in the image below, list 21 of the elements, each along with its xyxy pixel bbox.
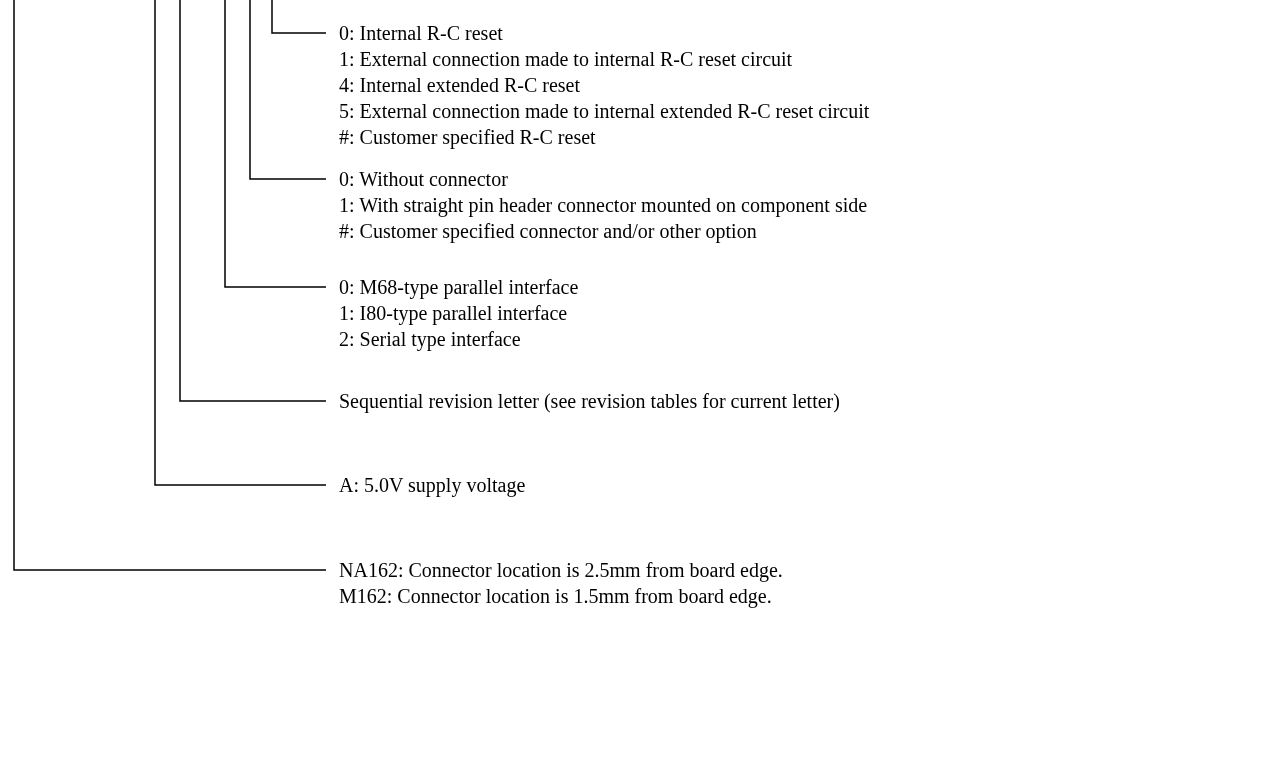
leader-line [179, 0, 327, 402]
option-text: 2: Serial type interface [339, 327, 522, 352]
option-text: Sequential revision letter (see revision tables for current letter) [339, 389, 840, 414]
option-text: 4: Internal extended R-C reset [339, 73, 582, 98]
option-text: 1: External connection made to internal R-C reset circuit [339, 47, 794, 72]
option-text: NA162: Connector location is 2.5mm from board edge. [339, 558, 783, 583]
option-text: #: Customer specified connector and/or other option [339, 219, 758, 244]
option-text: 1: I80-type parallel interface [339, 301, 569, 326]
leader-line [224, 0, 327, 288]
option-text: #: Customer specified R-C reset [339, 125, 597, 150]
option-text: 0: M68-type parallel interface [339, 275, 579, 300]
option-text: M162: Connector location is 1.5mm from board edge. [339, 584, 773, 609]
option-text: 1: With straight pin header connector mounted on component side [339, 193, 868, 218]
option-text: 0: Internal R-C reset [339, 21, 504, 46]
option-text: 0: Without connector [339, 167, 509, 192]
leader-line [13, 0, 327, 571]
leader-line [249, 0, 327, 180]
option-text: 5: External connection made to internal extended R-C reset circuit [339, 99, 870, 124]
leader-line [154, 0, 327, 486]
option-text: A: 5.0V supply voltage [339, 473, 526, 498]
leader-line [271, 0, 327, 34]
